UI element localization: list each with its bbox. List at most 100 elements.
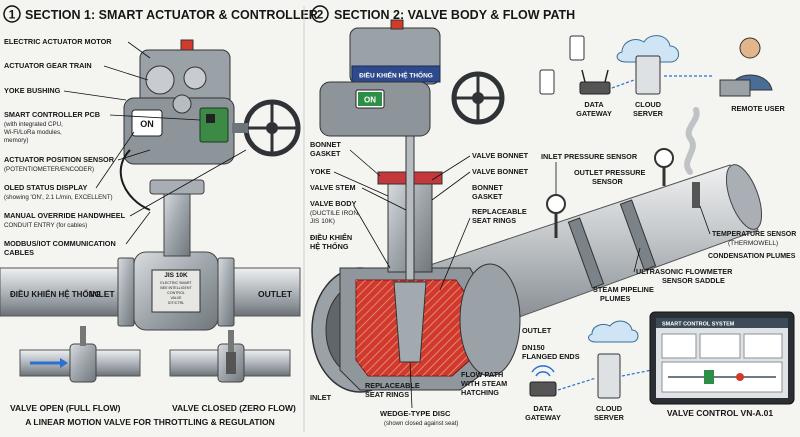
ultrasonic-sensor-saddle [567,217,605,289]
actuator-gearbox [319,81,431,137]
valve-open-illustration [19,326,141,383]
monitor-header-bar [656,318,788,328]
iot-cable [119,149,151,211]
yoke-bushing [149,179,205,195]
monitor-panel [743,333,783,359]
label-steam-plumes: PLUMES [600,294,631,303]
monitor-panel [661,333,697,359]
section1-caption: A LINEAR MOTION VALVE FOR THROTTLING & R… [25,417,274,427]
closed-wedge [226,352,236,374]
leader-line [117,149,151,161]
label-wedge-disc-detail: (shown closed against seat) [384,421,458,427]
label-data-gateway: GATEWAY [576,109,612,118]
label-replaceable-seat-rings: REPLACEABLE [472,207,527,216]
leader-line [125,211,151,245]
label-valve-body: VALVE BODY [310,199,356,208]
label-temperature-sensor: TEMPERATURE SENSOR [712,231,796,238]
monitor-valve-icon [704,370,714,384]
label-replaceable-seat-rings: SEAT RINGS [472,216,516,225]
label-actuator-position-sensor: ACTUATOR POSITION SENSOR [4,155,115,164]
network-top [539,35,773,97]
antenna-icon [604,69,609,83]
thermowell-icon [692,182,700,208]
status-lamp-icon [180,39,194,51]
steam-plume [684,107,700,175]
leader-line [431,155,471,181]
section2-number: 2 [317,8,324,22]
status-lamp-icon [390,19,404,30]
leader-line [409,361,413,409]
leader-line [349,149,381,177]
label-bonnet-gasket: GASKET [472,192,503,201]
label-outlet-pressure-sensor: OUTLET PRESSURE [574,168,645,177]
label-pcb-detail: Wi-Fi/LoRa modules, [4,129,62,136]
outlet-pressure-gauge-icon [654,148,674,168]
label-cloud-server-bottom: CLOUD [596,404,622,413]
state-open-label: VALVE OPEN (FULL FLOW) [10,403,121,413]
monitor-header-text: SMART CONTROL SYSTEM [662,322,735,328]
leader-line [333,171,389,197]
label-manual-override-handwheel: MANUAL OVERRIDE HANDWHEEL [4,211,126,220]
label-modbus-cables: CABLES [4,248,34,257]
label-wedge-disc: WEDGE-TYPE DISC [380,409,451,418]
label-seat-rings-bottom: SEAT RINGS [365,390,409,399]
network-bottom [529,320,653,399]
label-bonnet-gasket: BONNET [472,183,503,192]
leader-line [353,205,391,269]
label-condensation-plumes: CONDENSATION PLUMES [708,253,796,260]
label-data-gateway-bottom: GATEWAY [525,413,561,422]
gateway-icon [529,381,557,397]
label-dn150: DN150 [522,343,545,352]
inlet-pressure-gauge-icon [546,194,566,214]
label-yoke: YOKE [310,167,331,176]
wifi-icon [535,371,551,377]
oled-status-text: ON [140,119,154,129]
label-outlet: OUTLET [522,326,552,335]
actuator-plate-text: ĐIỀU KHIỂN HỆ THỐNG [359,70,433,80]
sensor-callouts: INLET PRESSURE SENSOR OUTLET PRESSURE SE… [541,152,796,303]
section1-callouts: ELECTRIC ACTUATOR MOTOR ACTUATOR GEAR TR… [4,37,247,257]
controller-pcb [199,107,229,143]
scada-monitor: SMART CONTROL SYSTEM [649,311,795,405]
leader-line [439,217,471,291]
pipe-end [725,164,763,230]
leader-line [109,114,201,121]
label-bonnet-gasket-left: GASKET [310,149,341,158]
label-valve-body-detail: JIS 10K) [310,218,335,225]
monitor-alarm-icon [736,373,744,381]
section2-title: SECTION 2: VALVE BODY & FLOW PATH [334,8,575,22]
label-oled-status-display: OLED STATUS DISPLAY [4,183,88,192]
label-vn-system: HỆ THỐNG [310,241,349,251]
monitor-caption: VALVE CONTROL VN-A.01 [667,408,774,418]
nameplate-line: IOT/CTRL [168,301,184,305]
label-cloud-server: SERVER [633,109,664,118]
leader-line [127,41,151,59]
leader-line [431,171,471,201]
label-flow-path: HATCHING [461,388,499,397]
server-icon [635,55,661,95]
valve-stem [405,129,415,281]
label-data-gateway: DATA [584,100,604,109]
data-link [557,377,597,391]
section1-number-badge [3,5,21,23]
wedge-disc [393,281,427,363]
label-smart-controller-pcb: SMART CONTROLLER PCB [4,110,100,119]
label-conduit-entry: CONDUIT ENTRY (for cables) [4,222,87,229]
user-avatar-icon [739,37,761,59]
valve-bonnet [163,189,191,257]
label-vn-system: ĐIỀU KHIỂN [310,232,352,242]
section2-left-callouts: BONNET GASKET YOKE VALVE STEM VALVE BODY… [310,140,407,402]
valve-closed-illustration [169,330,291,383]
label-electric-actuator-motor: ELECTRIC ACTUATOR MOTOR [4,37,112,46]
small-valve-body [69,343,97,383]
label-cloud-server: CLOUD [635,100,661,109]
small-valve-stem [228,330,234,356]
ultrasonic-sensor-saddle [619,199,657,271]
leader-line [633,247,641,273]
flow-arrow-icon [60,358,68,368]
section1-header: 1 SECTION 1: SMART ACTUATOR & CONTROLLER [3,5,318,23]
cloud-icon [616,35,679,63]
gear-icon [145,65,175,95]
pipe-label-outlet: OUTLET [258,289,293,299]
